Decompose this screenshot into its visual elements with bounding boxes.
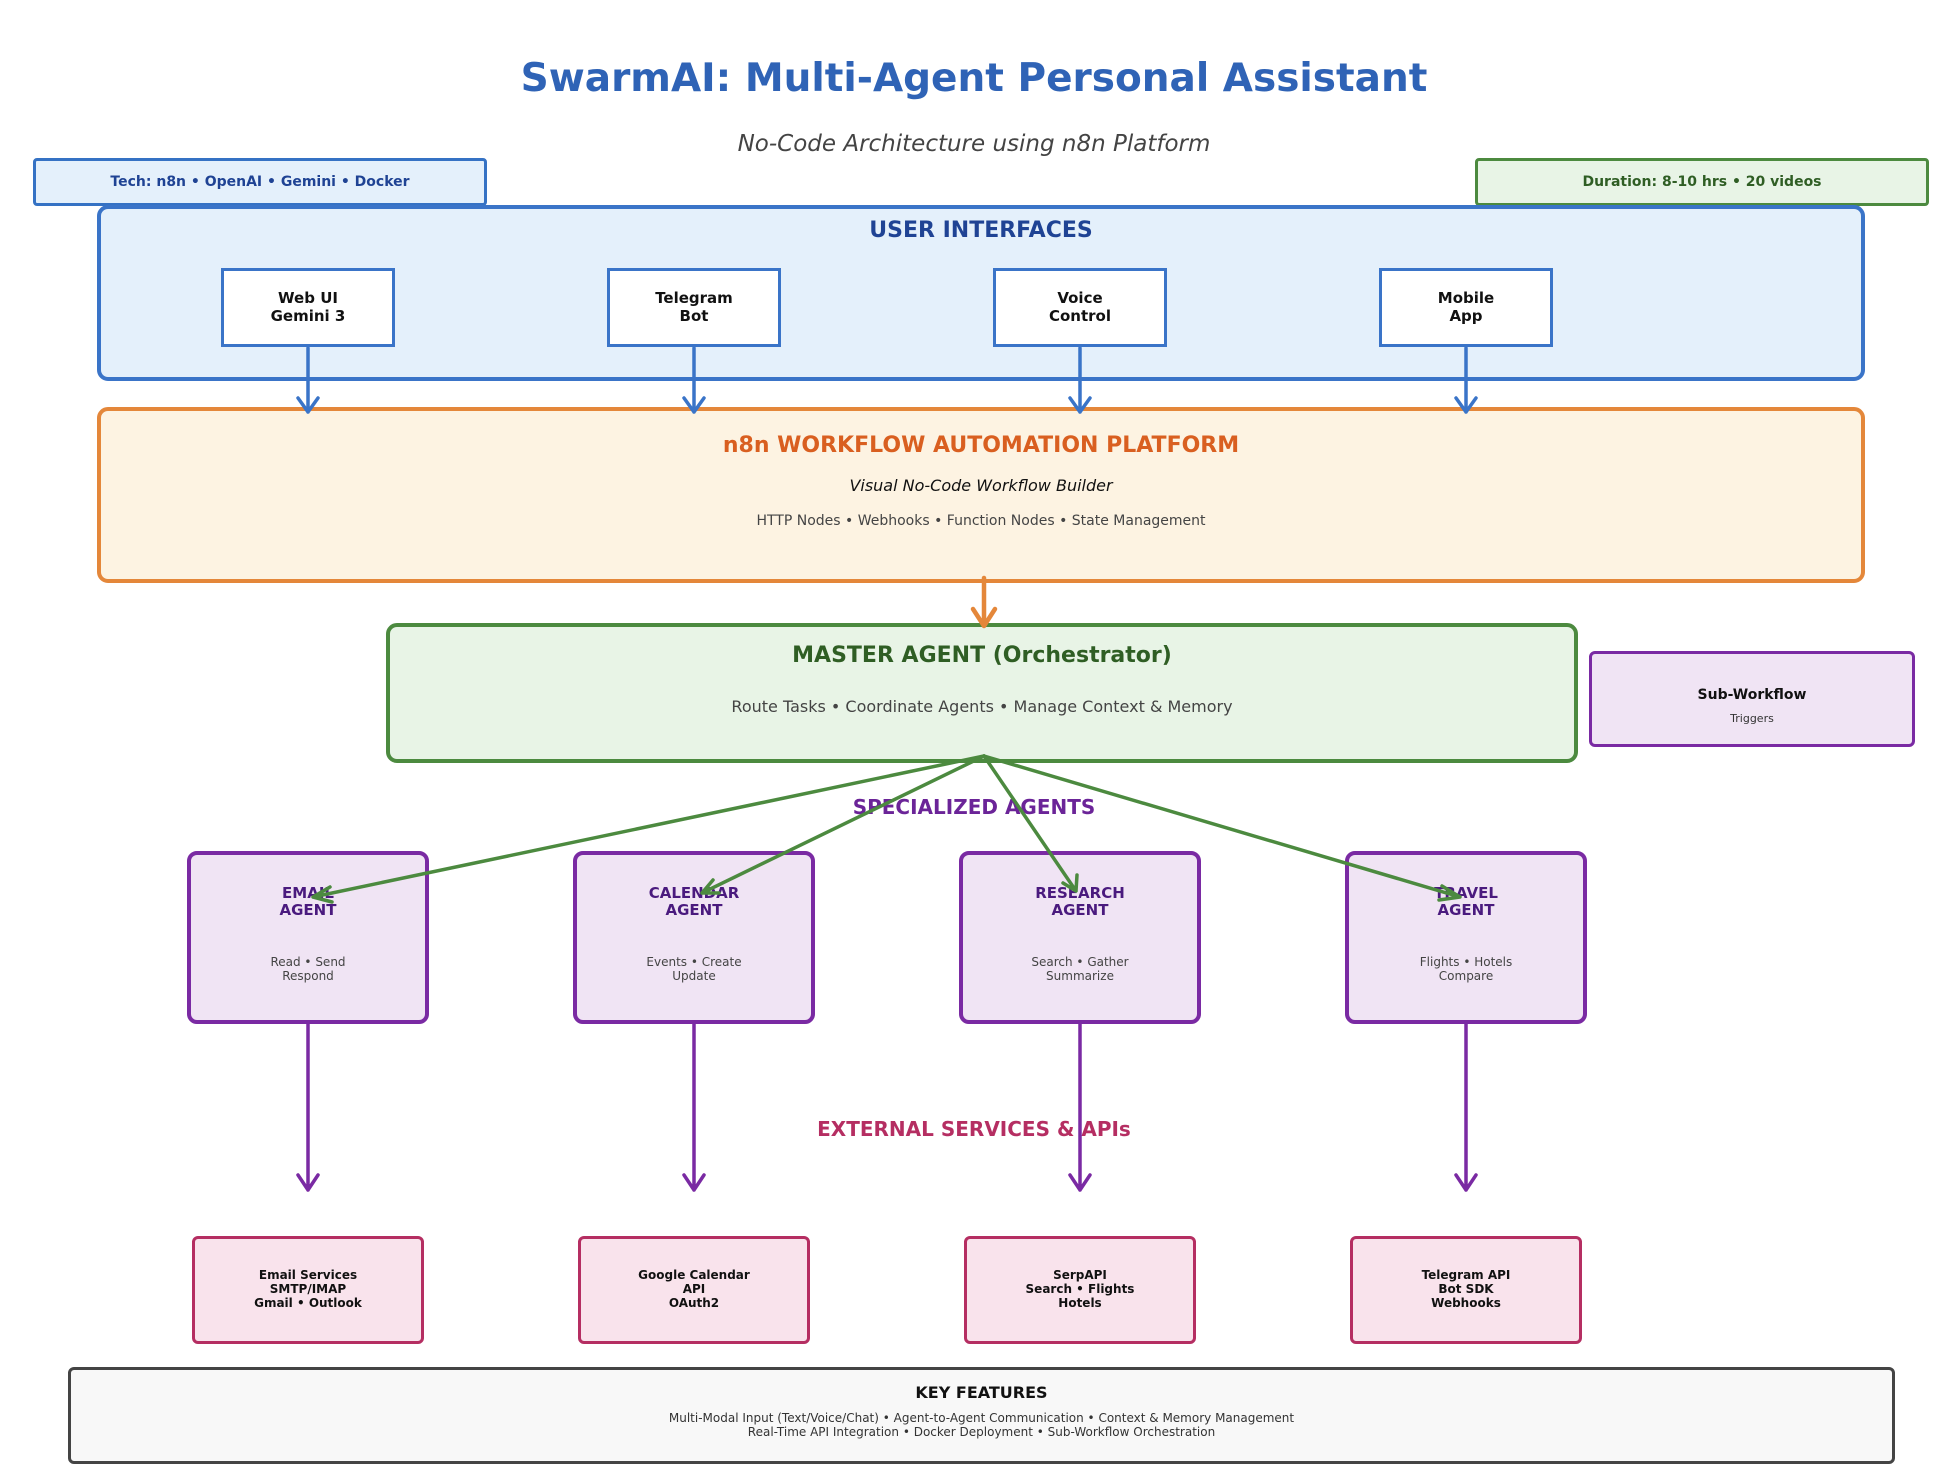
arrow-calendar-to-service xyxy=(682,1020,706,1192)
telegram-api-box: Telegram API Bot SDK Webhooks xyxy=(1350,1236,1582,1344)
sub-workflow-title: Sub-Workflow xyxy=(1697,687,1807,703)
master-agent-heading: MASTER AGENT (Orchestrator) xyxy=(792,643,1172,668)
tech-badge: Tech: n8n • OpenAI • Gemini • Docker xyxy=(33,158,487,206)
voice-control-box: Voice Control xyxy=(993,268,1167,347)
arrow-travel-to-service xyxy=(1454,1020,1478,1192)
sub-workflow-box: Sub-Workflow Triggers xyxy=(1589,651,1915,747)
duration-badge: Duration: 8-10 hrs • 20 videos xyxy=(1475,158,1929,206)
diagram-title: SwarmAI: Multi-Agent Personal Assistant xyxy=(520,56,1428,101)
research-agent-box: RESEARCH AGENT Search • Gather Summarize xyxy=(959,851,1201,1024)
agent-name: RESEARCH AGENT xyxy=(1035,884,1125,920)
sub-workflow-subtitle: Triggers xyxy=(1730,712,1774,725)
agent-name: CALENDAR AGENT xyxy=(648,884,740,920)
arrow-n8n-to-master xyxy=(970,575,998,629)
arrow-email-to-service xyxy=(296,1020,320,1192)
external-services-heading: EXTERNAL SERVICES & APIs xyxy=(817,1117,1131,1141)
agent-name: TRAVEL AGENT xyxy=(1434,884,1498,920)
n8n-platform-panel xyxy=(97,407,1865,583)
web-ui-box: Web UI Gemini 3 xyxy=(221,268,395,347)
google-calendar-box: Google Calendar API OAuth2 xyxy=(578,1236,810,1344)
agent-description: Flights • Hotels Compare xyxy=(1419,955,1513,983)
n8n-platform-subheading: Visual No-Code Workflow Builder xyxy=(849,476,1113,495)
serpapi-box: SerpAPI Search • Flights Hotels xyxy=(964,1236,1196,1344)
agent-description: Read • Send Respond xyxy=(270,955,346,983)
calendar-agent-box: CALENDAR AGENT Events • Create Update xyxy=(573,851,815,1024)
travel-agent-box: TRAVEL AGENT Flights • Hotels Compare xyxy=(1345,851,1587,1024)
user-interfaces-heading: USER INTERFACES xyxy=(869,218,1093,243)
n8n-platform-detail: HTTP Nodes • Webhooks • Function Nodes •… xyxy=(756,513,1206,529)
agent-description: Search • Gather Summarize xyxy=(1031,955,1129,983)
agents-to-services-arrows xyxy=(296,1020,1478,1192)
arrow-research-to-service xyxy=(1068,1020,1092,1192)
key-features-title: KEY FEATURES xyxy=(915,1383,1048,1402)
mobile-app-box: Mobile App xyxy=(1379,268,1553,347)
key-features-box: KEY FEATURES Multi-Modal Input (Text/Voi… xyxy=(68,1367,1895,1464)
master-agent-detail: Route Tasks • Coordinate Agents • Manage… xyxy=(731,697,1233,716)
n8n-platform-heading: n8n WORKFLOW AUTOMATION PLATFORM xyxy=(722,433,1240,458)
key-features-line-1: Multi-Modal Input (Text/Voice/Chat) • Ag… xyxy=(668,1411,1295,1425)
key-features-line-2: Real-Time API Integration • Docker Deplo… xyxy=(747,1425,1216,1439)
telegram-bot-box: Telegram Bot xyxy=(607,268,781,347)
email-services-box: Email Services SMTP/IMAP Gmail • Outlook xyxy=(192,1236,424,1344)
email-agent-box: EMAIL AGENT Read • Send Respond xyxy=(187,851,429,1024)
master-to-agents-arrows xyxy=(311,754,1462,904)
specialized-agents-heading: SPECIALIZED AGENTS xyxy=(852,795,1096,819)
agent-name: EMAIL AGENT xyxy=(279,884,337,920)
diagram-subtitle: No-Code Architecture using n8n Platform xyxy=(737,131,1211,157)
agent-description: Events • Create Update xyxy=(646,955,742,983)
